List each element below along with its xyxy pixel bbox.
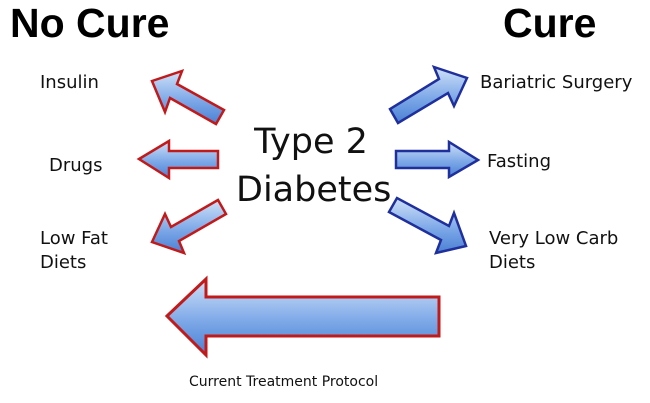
cure-heading: Cure xyxy=(503,0,597,46)
arrow-to-bariatric-surgery xyxy=(388,64,469,125)
no-cure-item-drugs: Drugs xyxy=(49,155,103,176)
cure-item-bariatric-surgery: Bariatric Surgery xyxy=(480,72,633,93)
cure-item-very-low-carb-diets: Very Low Carb Diets xyxy=(489,228,619,273)
current-treatment-arrow xyxy=(164,275,441,359)
arrow-to-low-fat-diets xyxy=(150,198,228,256)
center-label-line-2: Diabetes xyxy=(236,170,392,210)
no-cure-item-insulin: Insulin xyxy=(40,72,99,93)
arrow-to-fasting xyxy=(394,139,481,180)
footer-caption: Current Treatment Protocol xyxy=(189,374,379,390)
arrow-to-drugs xyxy=(136,138,220,181)
arrow-to-very-low-carb-diets xyxy=(387,196,468,255)
no-cure-heading: No Cure xyxy=(10,0,170,46)
cure-item-fasting: Fasting xyxy=(487,151,552,172)
center-label-line-1: Type 2 xyxy=(254,122,368,162)
arrow-to-insulin xyxy=(150,68,226,126)
center-label: Type 2 Diabetes xyxy=(236,118,392,214)
no-cure-item-low-fat-diets: Low Fat Diets xyxy=(40,228,108,273)
